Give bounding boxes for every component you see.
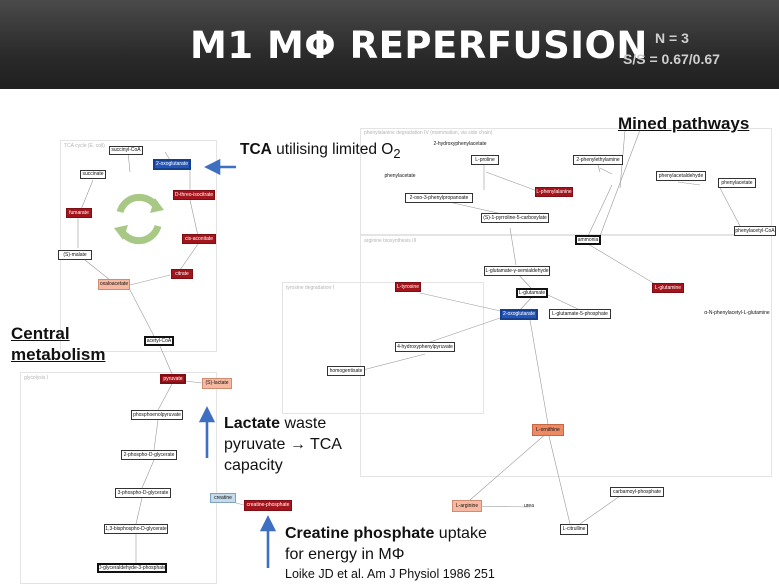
node-cis-aconitate[interactable]: cis-aconitate [182, 234, 216, 244]
node-pyruvate[interactable]: pyruvate [160, 374, 186, 384]
tca-annotation-subscript: 2 [393, 146, 401, 162]
region-arginine-label: arginine biosynthesis III [364, 238, 417, 244]
node-carbamoyl-phosphate[interactable]: carbamoyl-phosphate [610, 487, 664, 497]
node-succinate[interactable]: succinate [80, 170, 106, 179]
lactate-annotation-line3: capacity [224, 457, 283, 474]
lactate-annotation-bold: Lactate [224, 415, 281, 432]
lactate-annotation-text: waste [280, 415, 327, 432]
node-d-glyceraldehyde-3-phosphate[interactable]: D-glyceraldehyde-3-phosphate [97, 563, 167, 573]
lactate-annotation: Lactate waste pyruvate → TCA capacity [224, 413, 342, 476]
node-fumarate[interactable]: fumarate [66, 208, 92, 218]
node-phenylacetaldehyde[interactable]: phenylacetaldehyde [656, 171, 706, 181]
node-homogentisate[interactable]: homogentisate [327, 366, 365, 376]
node-succinyl-coa[interactable]: succinyl-CoA [109, 146, 143, 155]
tca-annotation-text: utilising limited O [271, 141, 394, 158]
node-d-threo-isocitrate[interactable]: D-threo-isocitrate [173, 190, 215, 200]
node-acetyl-coa[interactable]: acetyl-CoA [144, 336, 174, 346]
node-l-citrulline[interactable]: L-citrulline [560, 524, 588, 535]
node-l-arginine[interactable]: L-arginine [452, 500, 482, 512]
node-4-hydroxyphenylpyruvate[interactable]: 4-hydroxyphenylpyruvate [395, 342, 455, 352]
node-l-glutamine[interactable]: L-glutamine [652, 283, 684, 293]
selectivity-stat: S/S = 0.67/0.67 [623, 51, 720, 67]
node-l-glutamate[interactable]: L-glutamate [516, 288, 548, 298]
tca-annotation: TCA utilising limited O2 [240, 141, 401, 161]
node-2-phenylethylamine[interactable]: 2-phenylethylamine [573, 155, 623, 165]
node-2-oxoglutarate-mined[interactable]: 2-oxoglutarate [500, 309, 538, 320]
region-tca-label: TCA cycle (E. coli) [64, 143, 105, 149]
node-2-oxoglutarate-tca[interactable]: 2-oxoglutarate [153, 159, 191, 170]
central-heading-line1: Central [11, 324, 70, 343]
region-arginine [360, 235, 772, 477]
node-l-proline[interactable]: L-proline [471, 155, 499, 165]
node-1-3-bisphospho-d-glycerate[interactable]: 1,3-bisphospho-D-glycerate [104, 524, 168, 534]
tca-annotation-bold: TCA [240, 141, 272, 158]
slide-header: M1 MΦ REPERFUSION N = 3 S/S = 0.67/0.67 [0, 0, 779, 89]
sample-count: N = 3 [655, 30, 689, 46]
node-phenylacetyl-coa[interactable]: phenylacetyl-CoA [734, 226, 776, 236]
region-phenylalanine-label: phenylalanine degradation IV (mammalian,… [364, 130, 493, 136]
node-2-hydroxyphenylacetate[interactable]: 2-hydroxyphenylacetate [433, 141, 487, 147]
node-l-glutamate-semialdehyde[interactable]: L-glutamate-γ-semialdehyde [484, 266, 550, 276]
creatine-annotation-bold: Creatine phosphate [285, 525, 435, 542]
node-s-lactate[interactable]: (S)-lactate [202, 378, 232, 389]
node-l-ornithine[interactable]: L-ornithine [532, 424, 564, 436]
region-tyrosine-label: tyrosine degradation I [286, 285, 335, 291]
central-metabolism-heading: Central metabolism [11, 323, 105, 365]
lactate-annotation-line2: pyruvate → TCA [224, 436, 342, 453]
creatine-annotation: Creatine phosphate uptake for energy in … [285, 523, 487, 565]
node-citrate[interactable]: citrate [171, 269, 193, 279]
creatine-annotation-text: uptake [434, 525, 487, 542]
node-oxaloacetate[interactable]: oxaloacetate [98, 279, 130, 290]
region-glycolysis-label: glycolysis I [24, 375, 49, 381]
node-phenylacetate[interactable]: phenylacetate [718, 178, 756, 188]
node-l-tyrosine[interactable]: L-tyrosine [395, 282, 421, 292]
node-phosphoenolpyruvate[interactable]: phosphoenolpyruvate [131, 410, 183, 420]
mined-pathways-heading: Mined pathways [618, 114, 750, 133]
node-3-phospho-d-glycerate[interactable]: 3-phospho-D-glycerate [115, 488, 171, 498]
node-l-glutamate-5-phosphate[interactable]: L-glutamate-5-phosphate [549, 309, 611, 319]
node-l-phenylalanine[interactable]: L-phenylalanine [535, 187, 573, 197]
node-2-phospho-d-glycerate[interactable]: 2-phospho-D-glycerate [121, 450, 177, 460]
cycle-icon [114, 193, 164, 245]
slide-title: M1 MΦ REPERFUSION [190, 24, 648, 67]
region-tyrosine [282, 282, 484, 414]
creatine-annotation-line2: for energy in MΦ [285, 546, 405, 563]
region-tca [60, 140, 217, 352]
node-urea[interactable]: urea [523, 503, 534, 509]
node-2-oxo-3-phenylpropanoate[interactable]: 2-oxo-3-phenylpropanoate [405, 193, 473, 203]
node-phenylacetyl-glutamine[interactable]: α-N-phenylacetyl-L-glutamine [704, 310, 770, 316]
citation: Loike JD et al. Am J Physiol 1986 251 [285, 567, 495, 581]
central-heading-line2: metabolism [11, 345, 106, 364]
node-creatine-phosphate[interactable]: creatine-phosphate [244, 500, 292, 511]
node-s-1-pyrroline-5-carboxylate[interactable]: (S)-1-pyrroline-5-carboxylate [481, 213, 549, 223]
region-phenylalanine [360, 128, 772, 235]
node-s-malate[interactable]: (S)-malate [58, 250, 92, 260]
node-ammonia[interactable]: ammonia [575, 235, 601, 245]
node-phenylacetate-label[interactable]: phenylacetate [384, 173, 416, 179]
node-creatine[interactable]: creatine [210, 493, 236, 503]
